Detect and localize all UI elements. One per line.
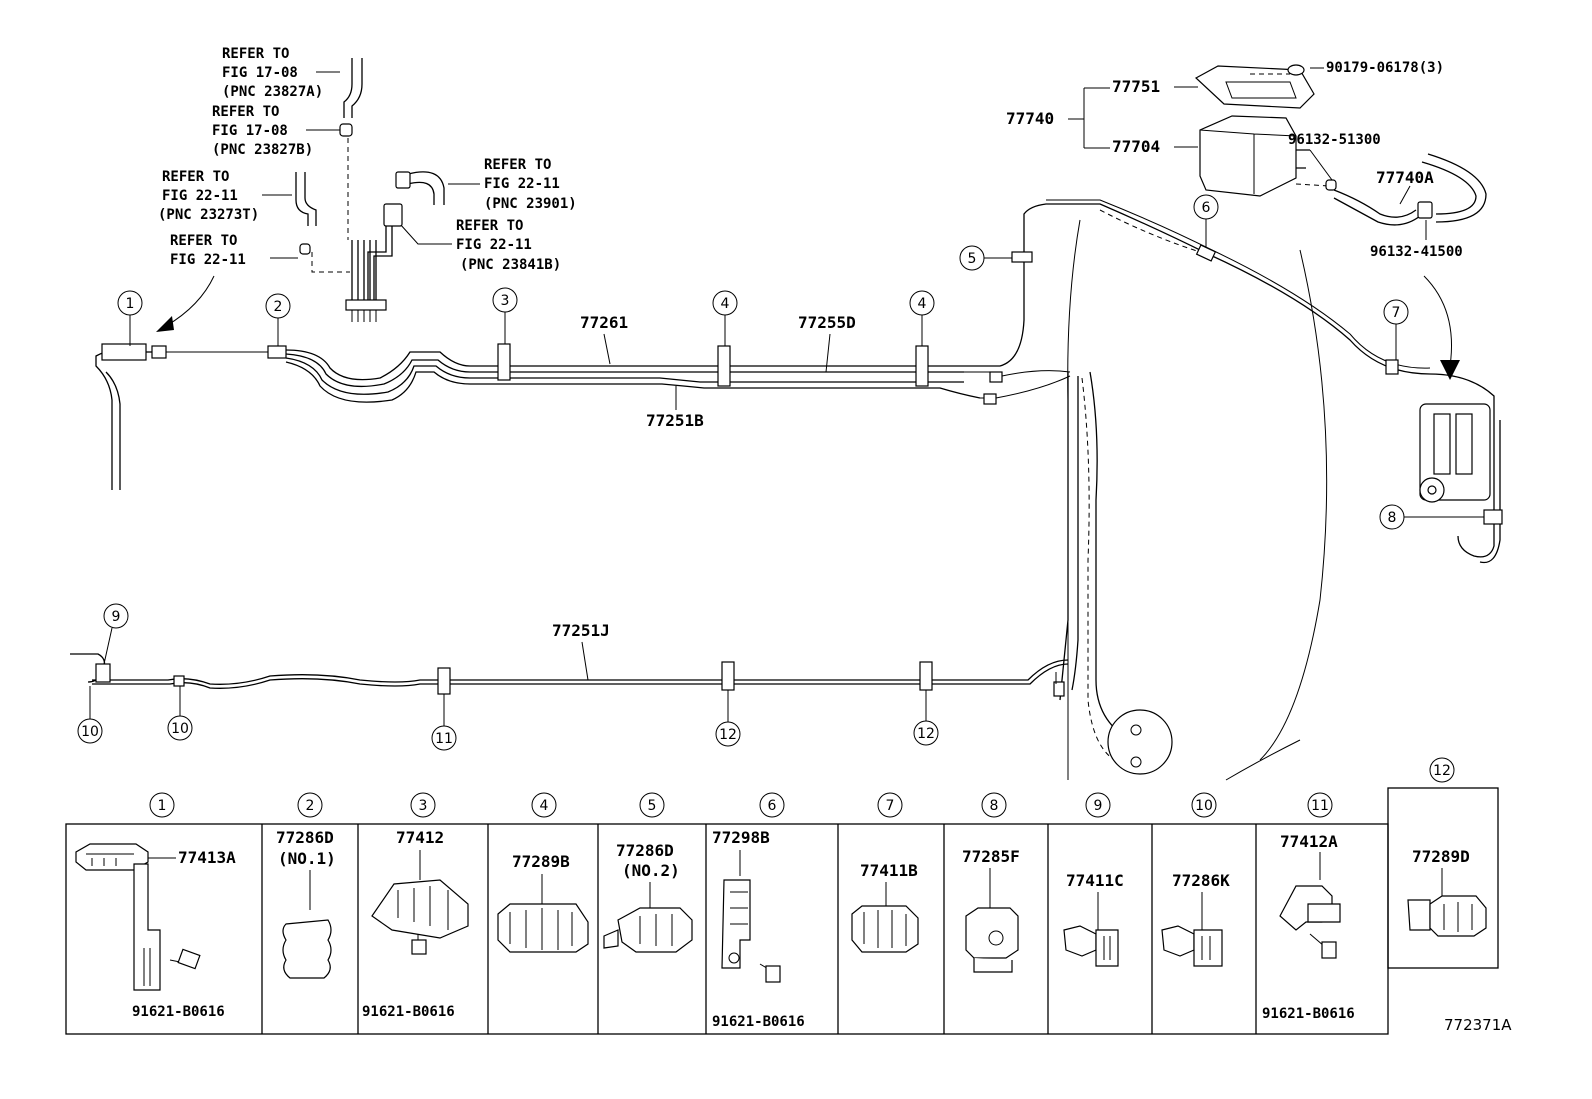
ref-line: FIG 22-11 [170, 252, 246, 268]
ref-line: (PNC 23827A) [222, 84, 323, 100]
part-77704: 77704 [1112, 137, 1160, 156]
callout-9: 9 [112, 609, 121, 625]
refer-fig1708a: REFER TO FIG 17-08 (PNC 23827A) [222, 46, 363, 118]
callout-4b: 4 [918, 296, 927, 312]
canister-assembly-top [1194, 64, 1487, 226]
callout-10b: 10 [171, 721, 189, 737]
evap-canister-right [1419, 403, 1491, 503]
part-77740a: 77740A [1376, 168, 1434, 187]
table-num-3: 3 [419, 798, 428, 814]
table-num-2: 2 [306, 798, 315, 814]
cell11-part: 77412A [1280, 832, 1338, 851]
callout-7: 7 [1392, 305, 1401, 321]
ref-line: REFER TO [484, 157, 551, 173]
part-77261: 77261 [580, 313, 628, 332]
refer-fig2211c: REFER TO FIG 22-11 (PNC 23901) [395, 157, 577, 212]
main-tubes [70, 199, 1501, 781]
callout-12b: 12 [917, 726, 935, 742]
callout-1: 1 [126, 296, 135, 312]
ref-line: FIG 22-11 [484, 176, 560, 192]
table-num-12: 12 [1433, 763, 1451, 779]
part-96132-51300: 96132-51300 [1288, 132, 1381, 148]
ref-line: REFER TO [162, 169, 229, 185]
refer-fig2211b: REFER TO FIG 22-11 [170, 233, 350, 273]
arrow-right [1423, 275, 1453, 367]
cell5-part: 77286D [616, 841, 674, 860]
callout-11: 11 [435, 731, 453, 747]
cell2-part: 77286D [276, 828, 334, 847]
cell4-part: 77289B [512, 852, 570, 871]
table-num-10: 10 [1195, 798, 1213, 814]
part-77740: 77740 [1006, 109, 1054, 128]
cell1-bolt: 91621-B0616 [132, 1004, 225, 1020]
ref-line: REFER TO [222, 46, 289, 62]
ref-line: REFER TO [212, 104, 279, 120]
connector-block [345, 240, 387, 322]
callout-5: 5 [968, 251, 977, 267]
ref-line: (PNC 23841B) [460, 257, 561, 273]
part-96132-41500: 96132-41500 [1370, 244, 1463, 260]
cell6-bolt: 91621-B0616 [712, 1014, 805, 1030]
part-90179-06178: 90179-06178(3) [1326, 60, 1444, 76]
refer-fig2211a: REFER TO FIG 22-11 (PNC 23273T) [158, 169, 317, 226]
table-num-5: 5 [648, 798, 657, 814]
callout-4a: 4 [721, 296, 730, 312]
table-callouts: 1 2 3 4 5 6 7 8 9 10 11 12 [149, 757, 1455, 818]
callout-8: 8 [1388, 510, 1397, 526]
callout-2: 2 [274, 299, 283, 315]
callout-10a: 10 [81, 724, 99, 740]
part-77751: 77751 [1112, 77, 1160, 96]
table-num-11: 11 [1311, 798, 1329, 814]
callout-6: 6 [1202, 200, 1211, 216]
parts-table: 1 2 3 4 5 6 7 8 9 10 11 12 77413A 91621-… [65, 757, 1499, 1035]
cell11-bolt: 91621-B0616 [1262, 1006, 1355, 1022]
refer-fig1708b: REFER TO FIG 17-08 (PNC 23827B) [212, 104, 353, 240]
ref-line: (PNC 23273T) [158, 207, 259, 223]
part-77251j: 77251J [552, 621, 610, 640]
ref-line: REFER TO [456, 218, 523, 234]
cell2-sub: (NO.1) [278, 849, 336, 868]
cell3-bolt: 91621-B0616 [362, 1004, 455, 1020]
table-num-4: 4 [540, 798, 549, 814]
ref-line: FIG 22-11 [456, 237, 532, 253]
cell12-part: 77289D [1412, 847, 1470, 866]
figure-id: 772371A [1444, 1016, 1512, 1034]
table-num-8: 8 [990, 798, 999, 814]
table-num-7: 7 [886, 798, 895, 814]
callout-12a: 12 [719, 727, 737, 743]
refer-fig2211d: REFER TO FIG 22-11 (PNC 23841B) [367, 203, 561, 300]
table-num-6: 6 [768, 798, 777, 814]
ref-line: FIG 22-11 [162, 188, 238, 204]
ref-line: FIG 17-08 [212, 123, 288, 139]
ref-line: REFER TO [170, 233, 237, 249]
cell10-part: 77286K [1172, 871, 1230, 890]
cell8-part: 77285F [962, 847, 1020, 866]
line-clips [95, 244, 1503, 695]
cell5-sub: (NO.2) [622, 861, 680, 880]
ref-line: FIG 17-08 [222, 65, 298, 81]
callout-3: 3 [501, 293, 510, 309]
table-num-1: 1 [158, 798, 167, 814]
cell6-part: 77298B [712, 828, 770, 847]
ref-line: (PNC 23901) [484, 196, 577, 212]
cell3-part: 77412 [396, 828, 444, 847]
arrow-left [165, 275, 215, 327]
cell9-part: 77411C [1066, 871, 1124, 890]
cell1-part: 77413A [178, 848, 236, 867]
part-77251b: 77251B [646, 411, 704, 430]
diagram-callouts: 1 2 3 4 4 5 6 7 8 9 10 10 11 12 12 [77, 194, 1484, 751]
table-num-9: 9 [1094, 798, 1103, 814]
ref-line: (PNC 23827B) [212, 142, 313, 158]
part-77255d: 77255D [798, 313, 856, 332]
cell7-part: 77411B [860, 861, 918, 880]
